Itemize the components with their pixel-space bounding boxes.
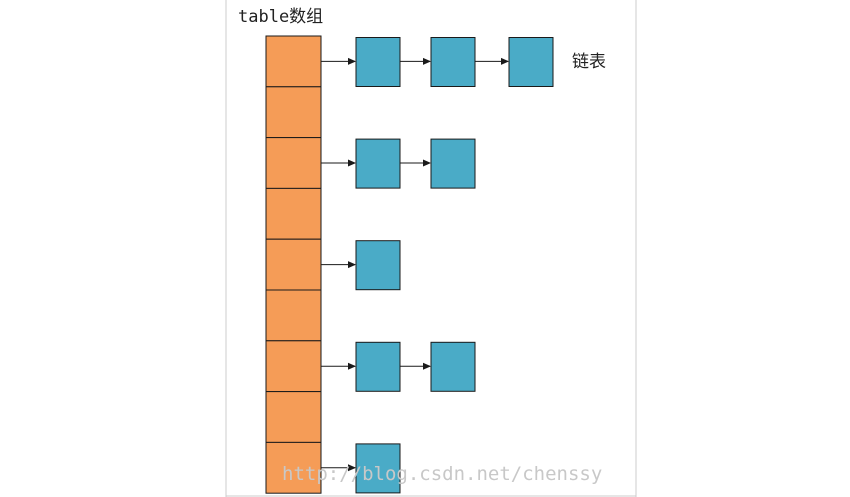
chain-0 [321,37,554,87]
table-array-label: table数组 [238,7,323,27]
table-cell-4 [265,238,322,291]
list-node [355,37,401,87]
chain-8 [321,443,401,494]
chain-2 [321,138,476,189]
table-cell-5 [265,289,322,342]
list-node [355,138,401,189]
list-node [508,37,554,87]
list-node [355,341,401,392]
watermark-text: http://blog.csdn.net/chenssy [282,463,602,485]
table-cell-7 [265,391,322,443]
list-node [355,443,401,494]
table-cell-8 [265,441,322,494]
table-cell-2 [265,137,322,189]
table-cell-1 [265,86,322,139]
list-node [355,240,401,291]
linked-lists [321,37,554,494]
list-node [430,138,476,189]
table-cell-6 [265,340,322,393]
chain-6 [321,341,476,392]
chain-4 [321,240,401,291]
linked-list-label: 链表 [572,52,606,72]
list-node [430,341,476,392]
table-array [265,35,322,494]
table-cell-0 [265,35,322,88]
table-cell-3 [265,187,322,240]
list-node [430,37,476,87]
